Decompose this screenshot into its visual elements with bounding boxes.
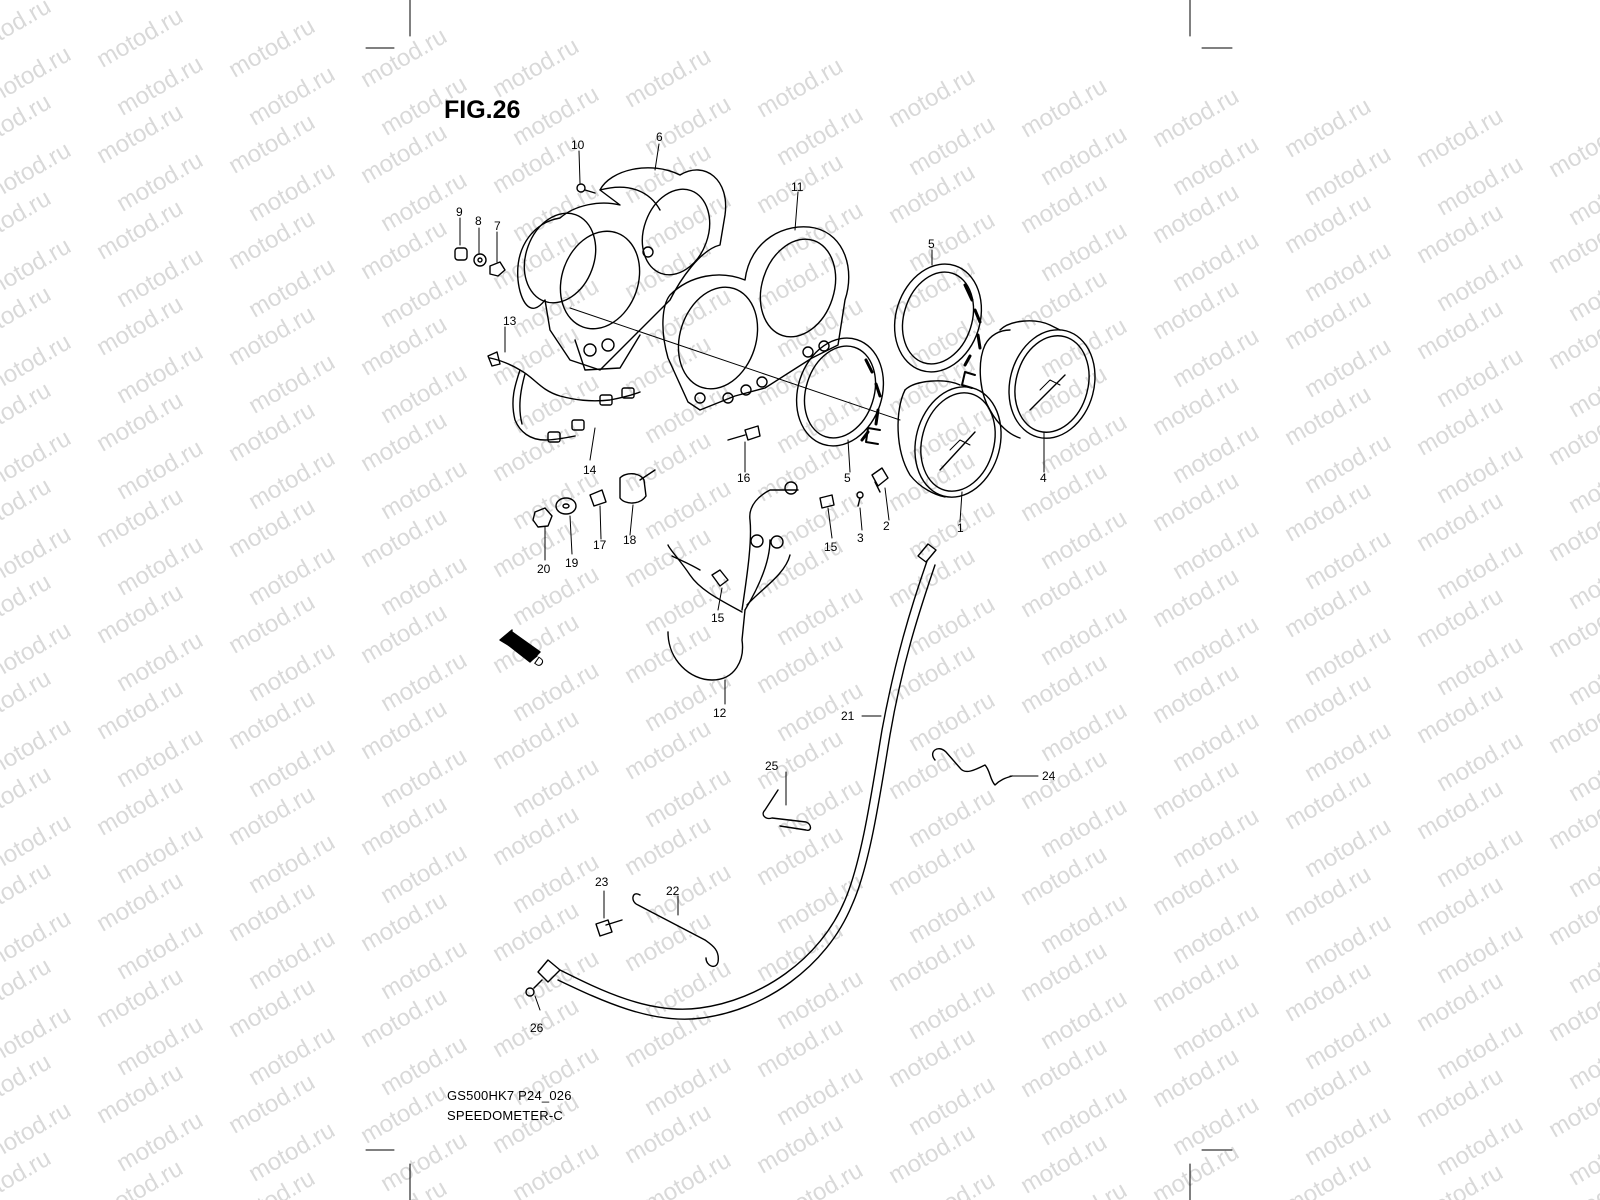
- model-code: GS500HK7 P24_026: [447, 1088, 572, 1103]
- grommet-drawing: [454, 247, 468, 261]
- ring-upper-drawing: [893, 263, 983, 373]
- callout-22: 22: [666, 884, 680, 898]
- crop-marks: [365, 0, 1233, 1200]
- socket-small-drawing: [871, 467, 889, 493]
- ring-lower-drawing: [795, 337, 885, 447]
- callout-15-right: 15: [824, 540, 838, 554]
- socket-18-drawing: [619, 469, 656, 504]
- callout-5-upper: 5: [928, 237, 935, 251]
- leader-lines: [459, 143, 1045, 1011]
- callout-26: 26: [530, 1021, 544, 1035]
- figure-title: FIG.26: [444, 96, 521, 124]
- wire-clip-24-drawing: [931, 748, 1013, 786]
- rubber-cap-17-drawing: [589, 489, 607, 507]
- speedo-cable-drawing: [537, 543, 937, 1020]
- nut-20-drawing: [532, 507, 553, 528]
- callout-1: 1: [957, 521, 964, 535]
- callout-18: 18: [623, 533, 637, 547]
- tachometer-drawing: [961, 320, 1096, 439]
- screw-26-drawing: [525, 979, 543, 997]
- callout-15-left: 15: [711, 611, 725, 625]
- callout-4: 4: [1040, 471, 1047, 485]
- callout-numbers: 1 2 3 4 5 5 6 7 8 9 10 11 12 13 14 15 15…: [456, 130, 1056, 1035]
- gasket-plate-drawing: [569, 226, 901, 421]
- washer-19-drawing: [555, 497, 577, 515]
- callout-16: 16: [737, 471, 751, 485]
- callout-21: 21: [841, 709, 855, 723]
- callout-8: 8: [475, 214, 482, 228]
- callout-25: 25: [765, 759, 779, 773]
- callout-6: 6: [656, 130, 663, 144]
- bolt-23-drawing: [595, 919, 623, 937]
- fwd-label: FWD: [516, 643, 547, 670]
- wire-harness-left-drawing: [487, 351, 641, 443]
- callout-9: 9: [456, 205, 463, 219]
- callout-24: 24: [1042, 769, 1056, 783]
- washer-drawing: [473, 253, 487, 267]
- screw-top-drawing: [576, 183, 596, 194]
- screw-16-drawing: [727, 425, 761, 441]
- callout-17: 17: [593, 538, 607, 552]
- callout-14: 14: [583, 463, 597, 477]
- nut-drawing: [489, 261, 506, 277]
- clip-25-drawing: [762, 789, 812, 832]
- lamp-harness-drawing: [667, 481, 835, 681]
- meter-case-drawing: [517, 167, 727, 371]
- cable-clamp-22-drawing: [632, 893, 720, 968]
- callout-7: 7: [494, 219, 501, 233]
- section-name: SPEEDOMETER-C: [447, 1108, 564, 1123]
- callout-12: 12: [713, 706, 727, 720]
- callout-2: 2: [883, 519, 890, 533]
- callout-11: 11: [791, 180, 804, 194]
- callout-5-lower: 5: [844, 471, 851, 485]
- callout-20: 20: [537, 562, 551, 576]
- screw-small-drawing: [856, 491, 864, 507]
- callout-10: 10: [571, 138, 585, 152]
- callout-23: 23: [595, 875, 609, 889]
- callout-13: 13: [503, 314, 517, 328]
- callout-19: 19: [565, 556, 579, 570]
- fwd-arrow: [499, 629, 541, 663]
- callout-3: 3: [857, 531, 864, 545]
- speedometer-drawing: [865, 380, 1002, 498]
